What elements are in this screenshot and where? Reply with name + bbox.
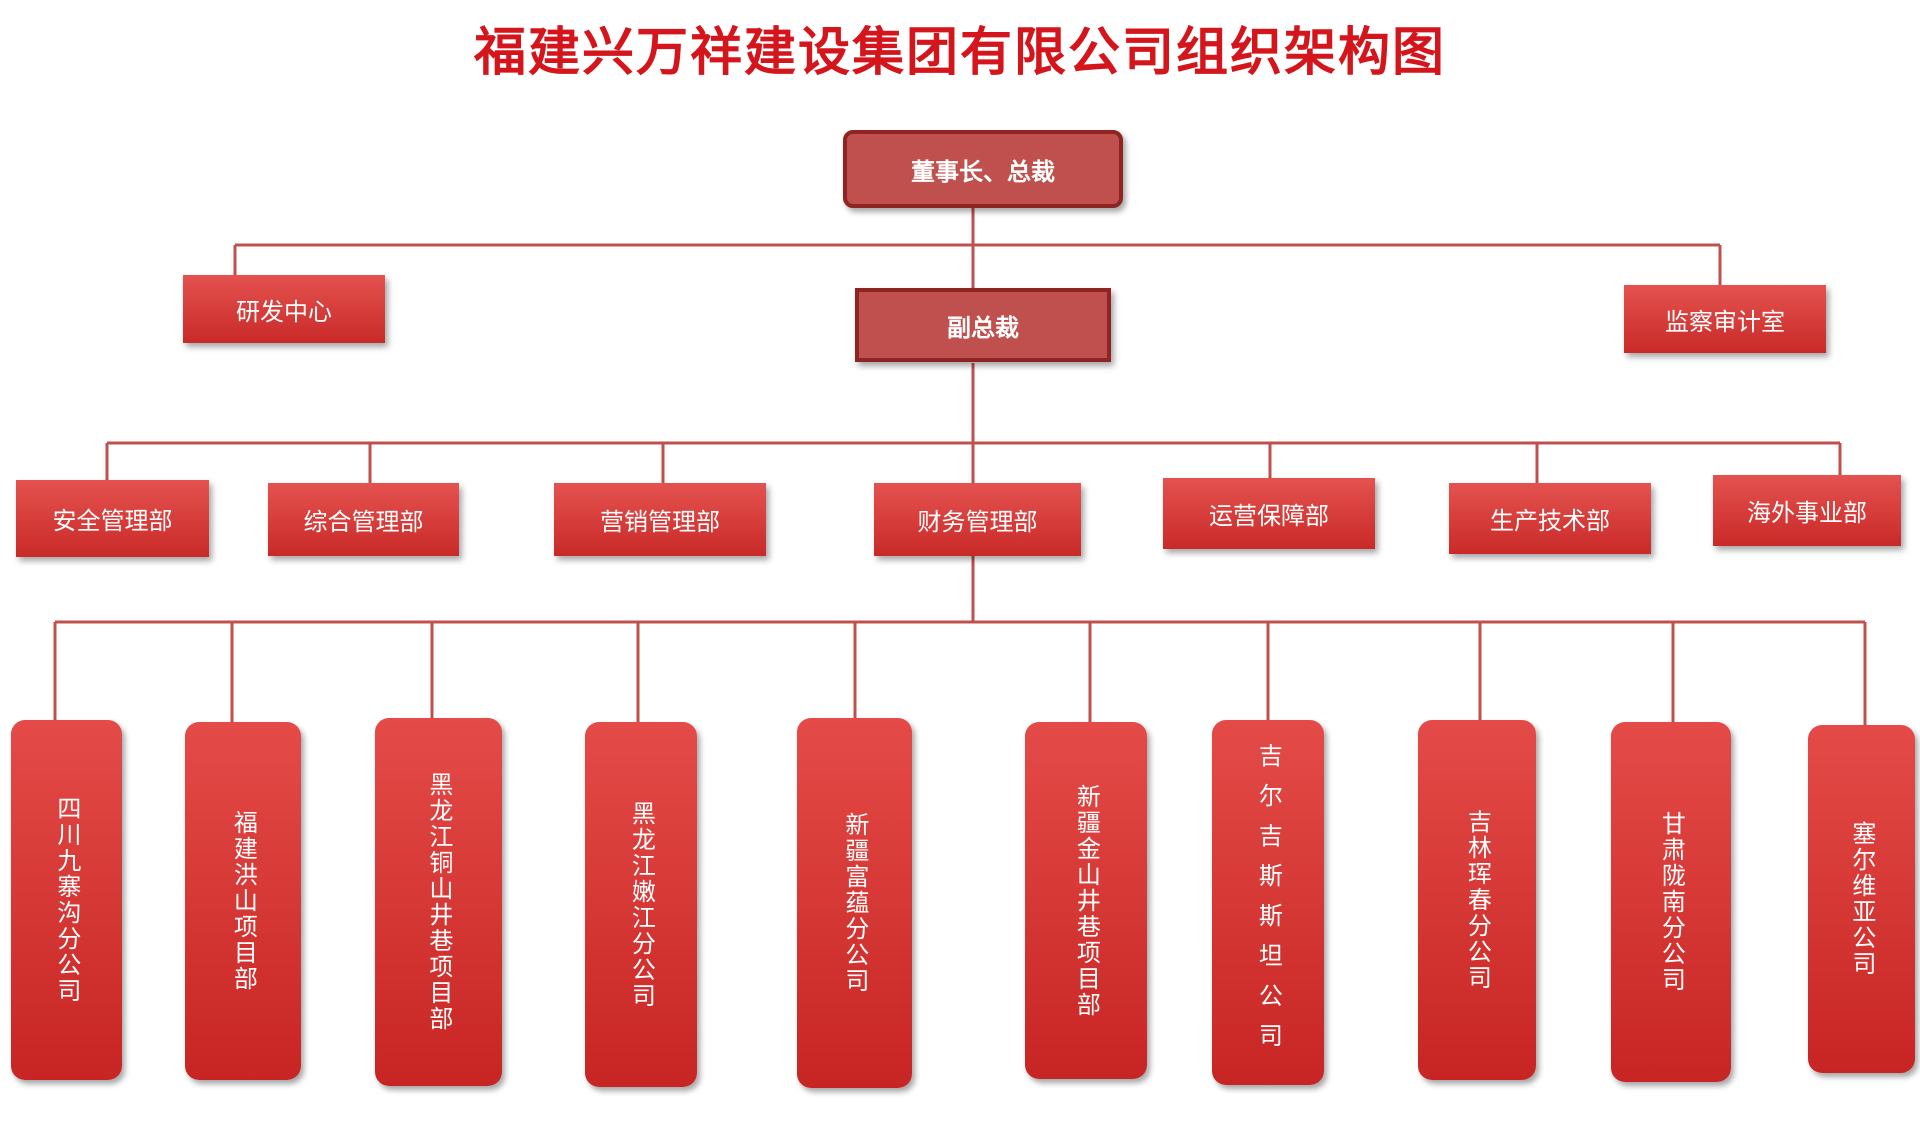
branch-label: 新疆富蕴分公司 xyxy=(840,812,869,994)
branch-box: 四川九寨沟分公司 xyxy=(11,720,122,1080)
branch-label: 甘肃陇南分公司 xyxy=(1657,811,1686,993)
branch-box: 新疆富蕴分公司 xyxy=(797,718,912,1088)
rnd-center-box: 研发中心 xyxy=(183,275,385,343)
branch-box: 新疆金山井巷项目部 xyxy=(1025,722,1147,1079)
vice-president-box: 副总裁 xyxy=(855,288,1111,362)
dept-box: 营销管理部 xyxy=(554,483,766,556)
dept-box: 生产技术部 xyxy=(1449,483,1651,554)
branch-box: 黑龙江铜山井巷项目部 xyxy=(375,718,502,1086)
dept-box: 安全管理部 xyxy=(16,480,209,557)
vice-president-label: 副总裁 xyxy=(947,313,1019,342)
branch-label: 黑龙江嫩江分公司 xyxy=(627,800,656,1009)
branch-box: 黑龙江嫩江分公司 xyxy=(585,722,697,1087)
dept-label: 营销管理部 xyxy=(600,508,720,536)
dept-box: 财务管理部 xyxy=(874,483,1081,556)
branch-box: 吉尔吉斯斯坦公司 xyxy=(1212,720,1324,1085)
branch-label: 福建洪山项目部 xyxy=(229,810,258,992)
dept-box: 综合管理部 xyxy=(268,483,459,556)
branch-label: 黑龙江铜山井巷项目部 xyxy=(424,772,453,1032)
dept-label: 生产技术部 xyxy=(1490,507,1610,535)
branch-box: 吉林珲春分公司 xyxy=(1418,720,1536,1080)
branch-label: 吉林珲春分公司 xyxy=(1463,809,1492,991)
chairman-label: 董事长、总裁 xyxy=(911,157,1055,186)
audit-office-box: 监察审计室 xyxy=(1624,285,1826,353)
branch-label: 新疆金山井巷项目部 xyxy=(1072,783,1101,1018)
dept-box: 海外事业部 xyxy=(1713,475,1901,546)
branch-box: 福建洪山项目部 xyxy=(185,722,301,1080)
rnd-center-label: 研发中心 xyxy=(236,297,332,326)
branch-label: 塞尔维亚公司 xyxy=(1847,821,1876,977)
branch-label: 吉尔吉斯斯坦公司 xyxy=(1254,742,1283,1063)
dept-label: 安全管理部 xyxy=(52,507,173,535)
branch-box: 甘肃陇南分公司 xyxy=(1611,722,1731,1082)
audit-office-label: 监察审计室 xyxy=(1665,307,1785,336)
dept-label: 海外事业部 xyxy=(1747,499,1867,527)
dept-label: 运营保障部 xyxy=(1209,502,1329,530)
dept-label: 综合管理部 xyxy=(303,508,424,536)
branch-box: 塞尔维亚公司 xyxy=(1808,725,1915,1073)
dept-label: 财务管理部 xyxy=(917,508,1038,536)
dept-box: 运营保障部 xyxy=(1163,478,1375,549)
branch-label: 四川九寨沟分公司 xyxy=(52,796,81,1004)
chairman-box: 董事长、总裁 xyxy=(843,130,1123,208)
chart-title: 福建兴万祥建设集团有限公司组织架构图 xyxy=(473,23,1446,83)
